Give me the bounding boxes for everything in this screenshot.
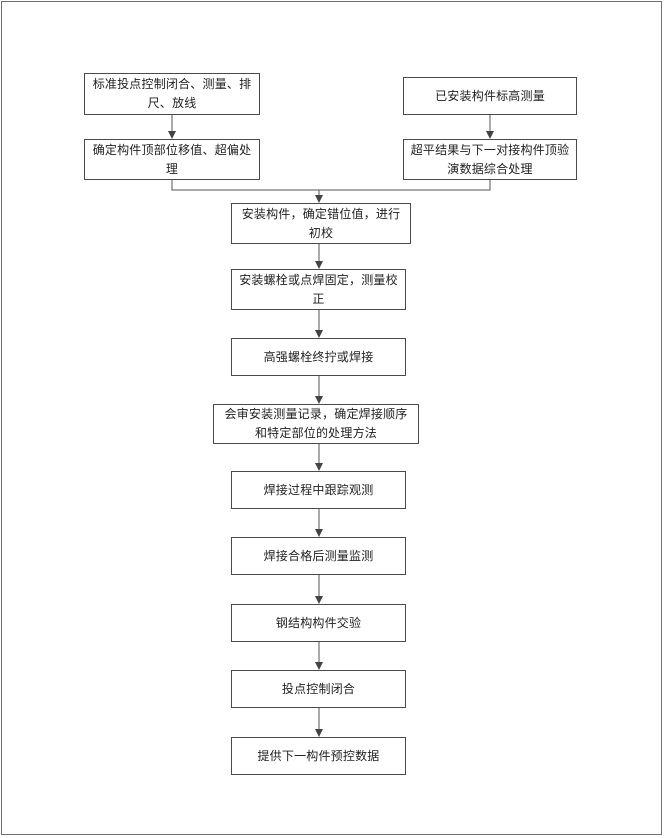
step-label: 标准投点控制闭合、测量、排尺、放线 [92, 77, 252, 110]
step-label: 安装构件，确定错位值，进行初校 [241, 206, 401, 240]
step-handover: 钢结构构件交验 [231, 604, 406, 642]
step-post-weld: 焊接合格后测量监测 [231, 537, 406, 575]
step-label: 高强螺栓终拧或焊接 [263, 349, 374, 364]
step-label: 钢结构构件交验 [275, 615, 362, 630]
step-label: 会审安装测量记录，确定焊接顺序和特定部位的处理方法 [224, 407, 408, 440]
step-survey-control: 标准投点控制闭合、测量、排尺、放线 [84, 73, 260, 115]
step-top-offset: 确定构件顶部位移值、超偏处理 [84, 139, 260, 180]
step-hs-bolt: 高强螺栓终拧或焊接 [231, 338, 406, 376]
step-elevation-survey: 已安装构件标高测量 [403, 77, 577, 115]
step-label: 确定构件顶部位移值、超偏处理 [92, 142, 252, 176]
step-next-data: 提供下一构件预控数据 [231, 737, 406, 775]
step-label: 投点控制闭合 [281, 681, 356, 696]
step-label: 已安装构件标高测量 [435, 88, 545, 103]
step-label: 焊接过程中跟踪观测 [263, 482, 374, 497]
merge-line [171, 180, 491, 191]
step-install: 安装构件，确定错位值，进行初校 [231, 203, 411, 244]
step-bolt-fix: 安装螺栓或点焊固定，测量校正 [231, 269, 406, 310]
step-label: 焊接合格后测量监测 [263, 548, 374, 563]
step-label: 安装螺栓或点焊固定，测量校正 [239, 272, 398, 306]
step-label: 超平结果与下一对接构件顶验演数据综合处理 [410, 142, 570, 176]
step-review: 会审安装测量记录，确定焊接顺序和特定部位的处理方法 [213, 404, 419, 444]
step-weld-track: 焊接过程中跟踪观测 [231, 471, 406, 509]
step-label: 提供下一构件预控数据 [257, 748, 380, 763]
step-out-of-level: 超平结果与下一对接构件顶验演数据综合处理 [403, 139, 577, 180]
step-closure: 投点控制闭合 [231, 670, 406, 708]
